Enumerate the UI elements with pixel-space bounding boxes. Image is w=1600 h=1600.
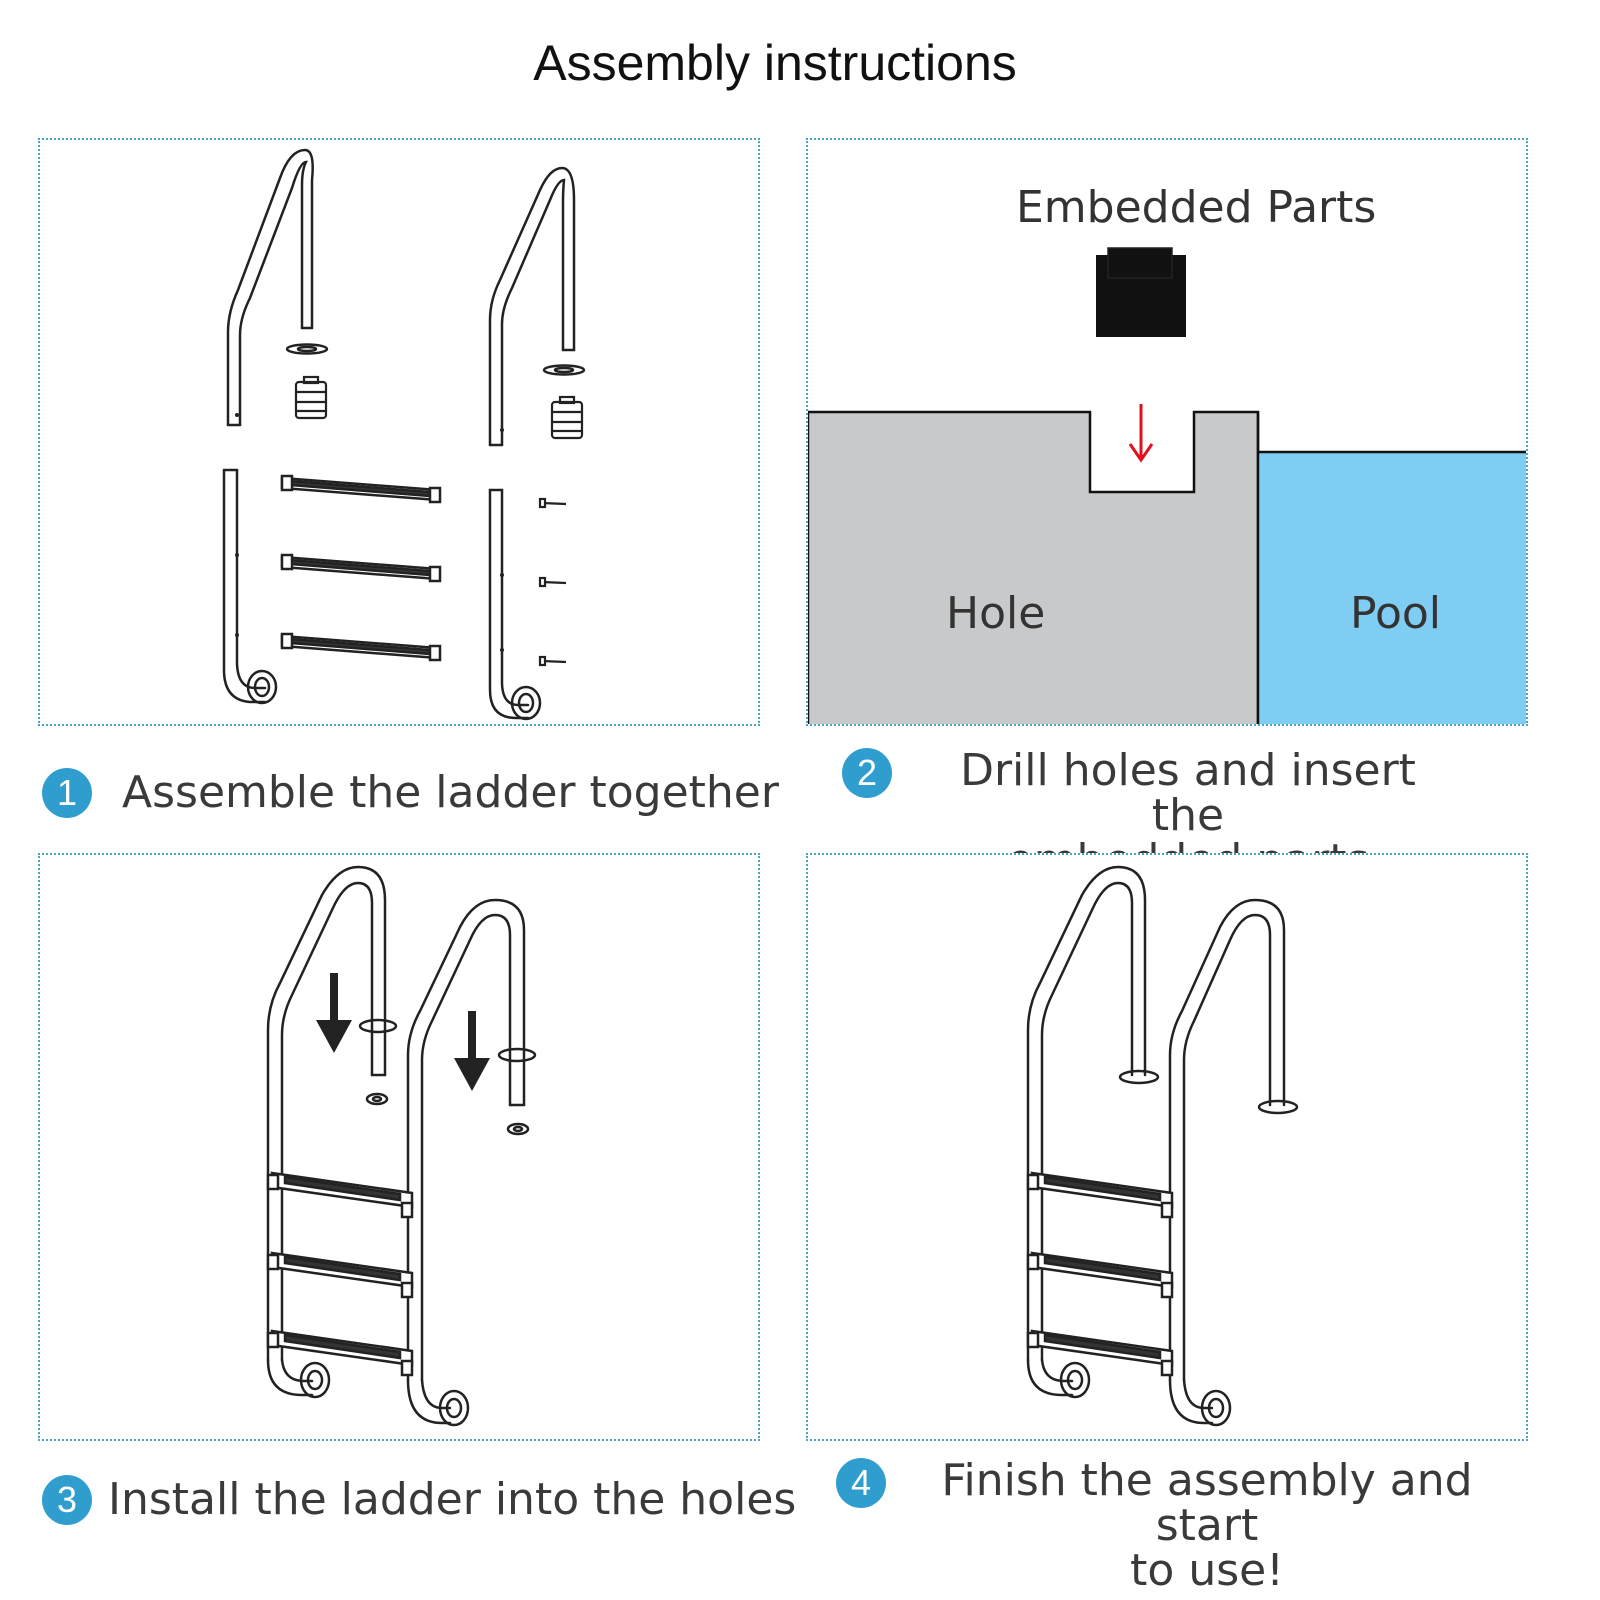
panel-step-1 xyxy=(38,138,760,726)
step-3-text: Install the ladder into the holes xyxy=(108,1474,797,1525)
embedded-parts-label: Embedded Parts xyxy=(1016,182,1377,233)
pool-label: Pool xyxy=(1350,588,1442,639)
cross-section-illustration xyxy=(808,247,1526,724)
insert-arrow-icon xyxy=(1128,404,1154,463)
ground-section xyxy=(808,410,1260,724)
step-number-badge: 3 xyxy=(42,1475,92,1525)
down-arrow-icon xyxy=(316,973,490,1091)
step-number-badge: 4 xyxy=(836,1458,886,1508)
finished-ladder-illustration xyxy=(1026,865,1299,1427)
step-4-text-line-1: Finish the assembly and start xyxy=(941,1455,1473,1551)
panel-step-3 xyxy=(38,853,760,1441)
step-number-badge: 2 xyxy=(842,748,892,798)
panel-step-2: Embedded Parts Hole Pool xyxy=(806,138,1528,726)
step-4-text-line-2: to use! xyxy=(1130,1545,1284,1596)
install-ladder-illustration xyxy=(266,865,537,1427)
hole-label: Hole xyxy=(946,588,1046,639)
step-4-caption: 4 Finish the assembly and start to use! xyxy=(836,1458,1492,1593)
step-1-caption: 1 Assemble the ladder together xyxy=(42,768,779,818)
step-number-badge: 1 xyxy=(42,768,92,818)
exploded-ladder-illustration xyxy=(222,148,586,721)
pool-section xyxy=(1258,452,1526,724)
page-title: Assembly instructions xyxy=(533,35,1017,91)
step-2-text-line-1: Drill holes and insert the xyxy=(960,745,1416,841)
step-1-text: Assemble the ladder together xyxy=(122,767,779,818)
step-4-text: Finish the assembly and start to use! xyxy=(922,1458,1492,1593)
panel-step-4 xyxy=(806,853,1528,1441)
step-3-caption: 3 Install the ladder into the holes xyxy=(42,1475,796,1525)
